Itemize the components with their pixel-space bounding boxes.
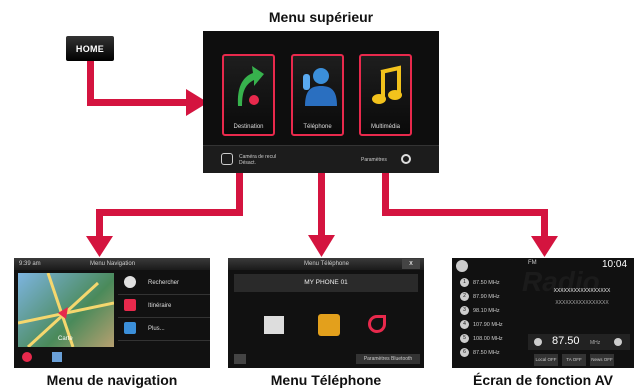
telephone-label: Téléphone (303, 124, 332, 130)
multimedia-label: Multimédia (370, 124, 400, 130)
camera-icon[interactable] (221, 153, 233, 165)
telephone-screen: Menu Téléphone x MY PHONE 01 Paramètres … (228, 258, 424, 368)
caption-telephone: Menu Téléphone (270, 372, 382, 388)
nav-item-label: Itinéraire (148, 303, 172, 309)
news-button[interactable]: News OFF (590, 354, 614, 366)
current-unit: MHz (590, 340, 601, 346)
top-menu-screen: Destination Téléphone Multimédia Caméra … (203, 31, 439, 173)
av-screen: Radio FM 10:04 1 87.50 MHz 2 87.90 MHz 3 98… (452, 258, 634, 368)
preset-unit: MHz (488, 293, 500, 300)
puzzle-icon (124, 322, 136, 334)
preset-number: 1 (460, 278, 469, 287)
map-thumbnail[interactable] (17, 272, 115, 349)
preset-unit: MHz (491, 321, 503, 328)
camera-status: Caméra de recul Désact. (239, 154, 276, 166)
preset-row[interactable]: 6 87.50 MHz (460, 348, 524, 360)
map-settings-icon[interactable] (52, 352, 62, 362)
seek-down-icon[interactable] (534, 338, 542, 346)
caption-top-menu: Menu supérieur (268, 9, 374, 25)
phone-person-icon (303, 68, 337, 106)
preset-unit: MHz (491, 335, 503, 342)
destination-arrow-icon (237, 66, 264, 106)
nav-time: 9:39 am (19, 261, 41, 267)
band-label: FM (528, 260, 537, 266)
ta-button[interactable]: TA OFF (562, 354, 586, 366)
radio-watermark: Radio (522, 266, 600, 297)
map-label: Carte (58, 336, 73, 342)
camera-text-1: Caméra de recul (239, 154, 276, 160)
preset-row[interactable]: 4 107.90 MHz (460, 320, 524, 332)
local-button[interactable]: Local OFF (534, 354, 558, 366)
call-history-icon[interactable] (368, 315, 386, 333)
clock: 10:04 (602, 259, 628, 270)
tuner-bar: 87.50 MHz (528, 334, 630, 350)
multimedia-tile[interactable]: Multimédia (359, 54, 412, 136)
phone-header: Menu Téléphone x (228, 258, 424, 270)
telephone-tile[interactable]: Téléphone (291, 54, 344, 136)
preset-freq: 87.50 (473, 349, 487, 356)
current-frequency: 87.50 (552, 335, 580, 347)
caption-navigation: Menu de navigation (46, 372, 178, 388)
nav-title: Menu Navigation (90, 261, 136, 267)
home-key-button[interactable]: HOME (66, 36, 114, 61)
preset-row[interactable]: 3 98.10 MHz (460, 306, 524, 318)
seek-up-icon[interactable] (614, 338, 622, 346)
navigation-screen: 9:39 am Menu Navigation Carte Rechercher… (14, 258, 210, 368)
preset-unit: MHz (488, 307, 500, 314)
preset-freq: 107.90 (473, 321, 490, 328)
destination-tile[interactable]: Destination (222, 54, 275, 136)
gear-icon[interactable] (401, 154, 411, 164)
destination-label: Destination (233, 124, 264, 130)
music-note-icon (372, 65, 402, 104)
preset-number: 2 (460, 292, 469, 301)
bluetooth-settings-button[interactable]: Paramètres Bluetooth (356, 354, 420, 364)
phone-name-bar: MY PHONE 01 (234, 274, 418, 292)
settings-label: Paramètres (361, 157, 387, 163)
magnifier-icon (124, 276, 136, 288)
preset-freq: 108.00 (473, 335, 490, 342)
nav-item-route[interactable]: Itinéraire (118, 295, 210, 318)
preset-unit: MHz (488, 279, 500, 286)
keypad-icon[interactable] (264, 316, 284, 334)
close-button[interactable]: x (402, 259, 420, 269)
route-icon (124, 299, 136, 311)
preset-freq: 87.90 (473, 293, 487, 300)
map-roads-icon (17, 272, 115, 349)
station-name: XXXXXXXXXXXXXXXXX (553, 288, 611, 294)
nav-header: 9:39 am Menu Navigation (14, 258, 210, 270)
preset-number: 5 (460, 334, 469, 343)
preset-number: 4 (460, 320, 469, 329)
nav-item-label: Plus... (148, 326, 165, 332)
phonebook-icon[interactable] (318, 314, 340, 336)
camera-text-2: Désact. (239, 160, 256, 166)
back-icon[interactable] (456, 260, 468, 272)
phone-title: Menu Téléphone (304, 261, 349, 267)
preset-unit: MHz (488, 349, 500, 356)
nav-item-label: Rechercher (148, 280, 180, 286)
nav-item-more[interactable]: Plus... (118, 318, 210, 341)
preset-freq: 87.50 (473, 279, 487, 286)
compass-icon[interactable] (22, 352, 32, 362)
top-menu-footer: Caméra de recul Désact. Paramètres (203, 145, 439, 173)
preset-number: 3 (460, 306, 469, 315)
nav-item-search[interactable]: Rechercher (118, 272, 210, 295)
bluetooth-icon[interactable] (234, 354, 246, 364)
preset-row[interactable]: 5 108.00 MHz (460, 334, 524, 346)
preset-freq: 98.10 (473, 307, 487, 314)
preset-number: 6 (460, 348, 469, 357)
station-text: XXXXXXXXXXXXXXXX (555, 300, 609, 306)
preset-row[interactable]: 1 87.50 MHz (460, 278, 524, 290)
preset-row[interactable]: 2 87.90 MHz (460, 292, 524, 304)
caption-av: Écran de fonction AV (472, 372, 613, 388)
